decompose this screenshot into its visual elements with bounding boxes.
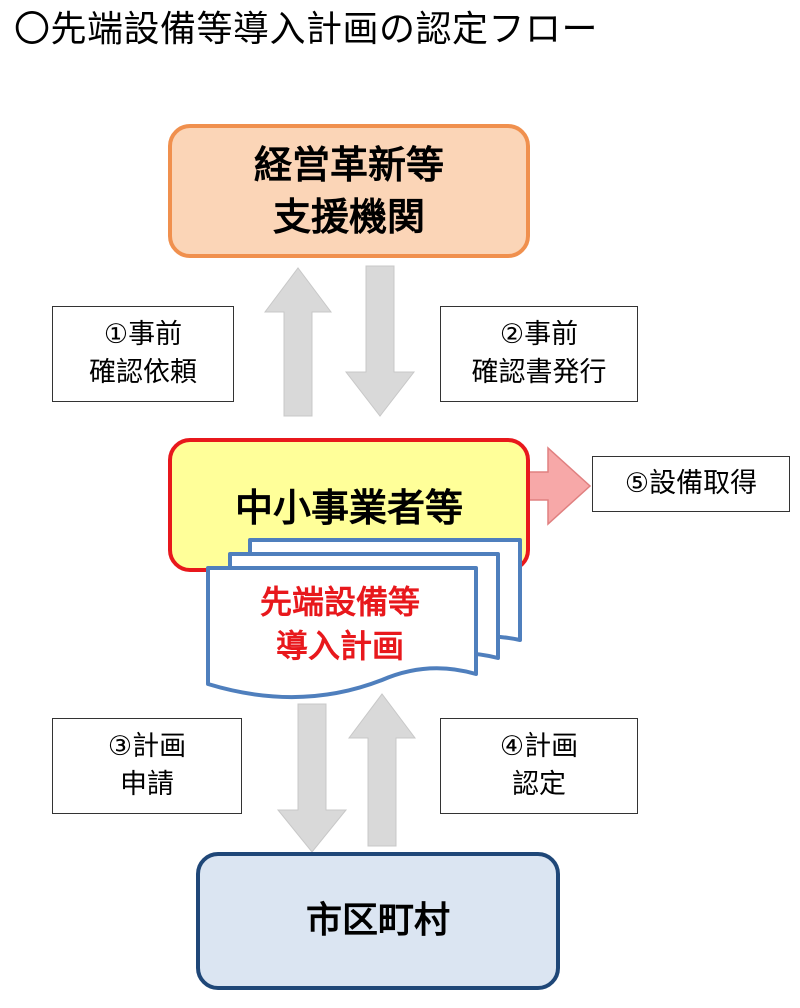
city-node: 市区町村 xyxy=(196,852,560,990)
step1-line2: 確認依頼 xyxy=(89,357,197,388)
arrow-up-request-icon xyxy=(264,267,332,417)
page-title: 〇先端設備等導入計画の認定フロー xyxy=(14,9,599,50)
plan-document-label: 先端設備等 導入計画 xyxy=(212,580,468,668)
step2-line2: 確認書発行 xyxy=(471,357,607,388)
step2-label: ②事前 確認書発行 xyxy=(440,306,638,402)
support-agency-node: 経営革新等 支援機関 xyxy=(168,124,530,258)
arrow-down-issue-icon xyxy=(344,265,416,417)
step3-label: ③計画 申請 xyxy=(52,718,242,814)
plan-line2: 導入計画 xyxy=(275,627,404,665)
step5-text: ⑤設備取得 xyxy=(624,468,758,499)
sme-label: 中小事業者等 xyxy=(234,486,463,530)
step3-line2: 申請 xyxy=(120,769,174,800)
plan-line1: 先端設備等 xyxy=(259,583,420,621)
plan-doc-sheet-front xyxy=(206,566,478,699)
step5-label: ⑤設備取得 xyxy=(592,456,790,512)
step1-label: ①事前 確認依頼 xyxy=(52,306,234,402)
support-agency-line2: 支援機関 xyxy=(272,195,425,239)
arrow-down-apply-icon xyxy=(276,703,348,853)
city-label: 市区町村 xyxy=(305,900,450,941)
step3-line1: ③計画 xyxy=(107,731,187,762)
step4-line1: ④計画 xyxy=(499,731,579,762)
step1-line1: ①事前 xyxy=(103,319,183,350)
step4-line2: 認定 xyxy=(512,769,566,800)
step4-label: ④計画 認定 xyxy=(440,718,638,814)
step2-line1: ②事前 xyxy=(499,319,579,350)
support-agency-line1: 経営革新等 xyxy=(253,143,444,187)
arrow-up-approve-icon xyxy=(348,693,416,847)
